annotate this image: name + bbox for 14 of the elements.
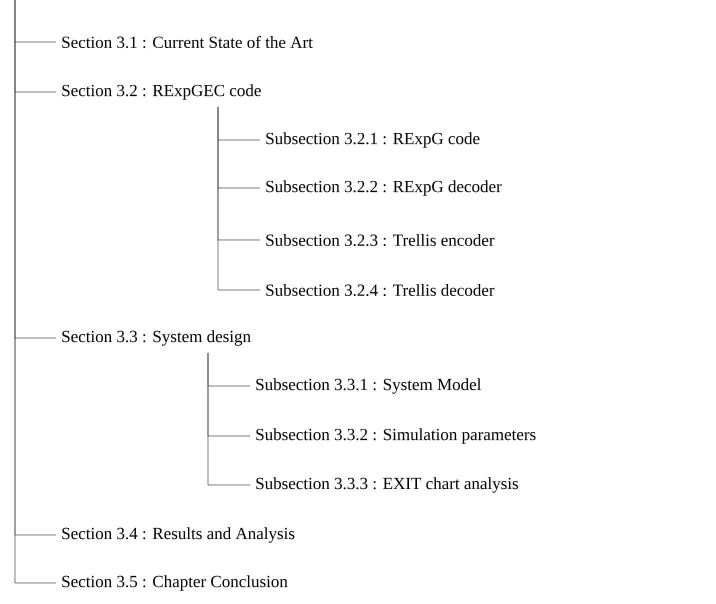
section-label: Section 3.5 : Chapter Conclusion: [62, 575, 288, 591]
tree-line: [208, 352, 250, 486]
section-label: Section 3.4 : Results and Analysis: [62, 527, 294, 543]
section-label: Subsection 3.2.4 : Trellis decoder: [266, 284, 494, 296]
tree-line: [218, 106, 260, 290]
section-label: Subsection 3.3.1 : System Model: [256, 378, 482, 394]
section-label: Section 3.2 : RExpGEC code: [62, 84, 261, 100]
section-label: Subsection 3.3.2 : Simulation parameters: [256, 428, 536, 444]
section-label: Section 3.3 : System design: [62, 330, 251, 346]
section-label: Subsection 3.2.2 : RExpG decoder: [266, 180, 502, 196]
section-label: Subsection 3.3.3 : EXIT chart analysis: [256, 477, 518, 493]
section-label: Subsection 3.2.3 : Trellis encoder: [266, 234, 494, 246]
section-label: Subsection 3.2.1 : RExpG code: [266, 132, 480, 148]
section-label: Section 3.1 : Current State of the Art: [62, 36, 313, 48]
